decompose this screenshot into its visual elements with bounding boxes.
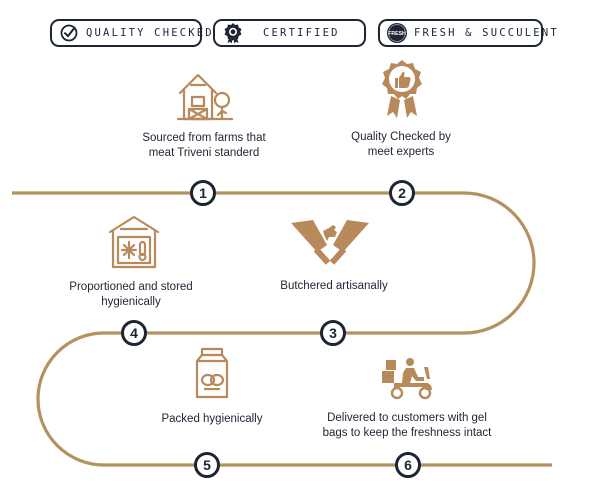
- check-circle-icon: [60, 24, 78, 42]
- step-6-marker: 6: [395, 452, 421, 478]
- step-2-label: Quality Checked by meet experts: [351, 131, 451, 158]
- crossed-cleavers-goat-icon: [291, 220, 369, 265]
- badge-label: QUALITY CHECKED: [86, 27, 214, 39]
- cold-storage-icon: [108, 215, 160, 269]
- badge-certified: CERTIFIED: [213, 19, 366, 47]
- step-1-label: Sourced from farms that meat Triveni sta…: [142, 132, 266, 159]
- meat-package-icon: [195, 347, 229, 399]
- thumbs-up-rosette-icon: [382, 60, 422, 118]
- fresh-seal-text: FRESH: [388, 31, 406, 37]
- step-3-marker: 3: [320, 320, 346, 346]
- step-4-label: Proportioned and stored hygienically: [69, 281, 193, 308]
- farm-barn-icon: [176, 73, 234, 121]
- delivery-scooter-icon: [382, 358, 432, 400]
- step-3-label: Butchered artisanally: [280, 280, 388, 292]
- step-6-label: Delivered to customers with gel bags to …: [322, 412, 492, 439]
- step-4-marker: 4: [121, 320, 147, 346]
- badge-label: CERTIFIED: [263, 27, 340, 39]
- step-1-marker: 1: [190, 180, 216, 206]
- step-2-marker: 2: [389, 180, 415, 206]
- badge-fresh-succulent: FRESH FRESH & SUCCULENT: [378, 19, 557, 47]
- badge-quality-checked: QUALITY CHECKED: [50, 19, 212, 47]
- step-5-marker: 5: [194, 452, 220, 478]
- rosette-icon: [224, 23, 242, 44]
- fresh-seal-icon: FRESH: [387, 23, 407, 43]
- step-5-label: Packed hygienically: [161, 413, 263, 425]
- badge-label: FRESH & SUCCULENT: [414, 27, 559, 39]
